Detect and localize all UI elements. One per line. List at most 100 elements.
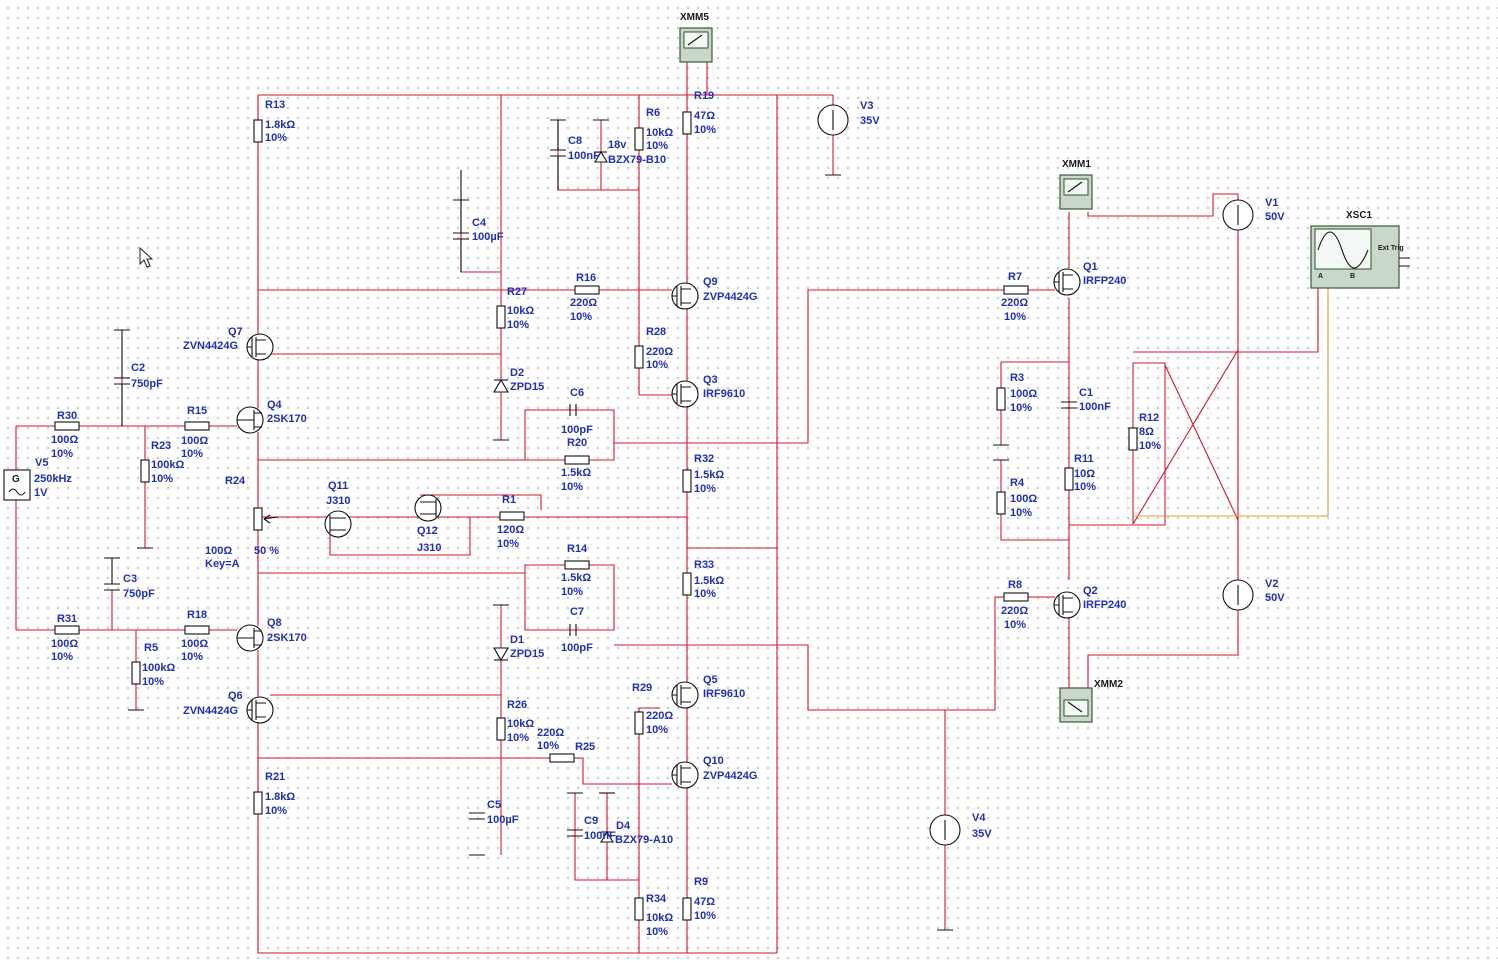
capacitor-c5[interactable] [469, 812, 485, 856]
multimeter-xmm2-icon[interactable] [1059, 687, 1093, 723]
label-r32v: 1.5kΩ [694, 469, 724, 481]
capacitor-c6[interactable] [569, 404, 577, 416]
potentiometer-r24[interactable] [253, 507, 263, 531]
label-c3: C3 [123, 573, 137, 585]
resistor-r18[interactable] [184, 625, 210, 635]
resistor-r34[interactable] [634, 897, 644, 921]
label-r32: R32 [694, 453, 714, 465]
label-r1t: 10% [497, 538, 519, 550]
label-r15v: 100Ω [181, 435, 208, 447]
resistor-r31[interactable] [54, 625, 80, 635]
label-c1: C1 [1079, 387, 1093, 399]
jfet-q8-icon[interactable] [236, 624, 264, 652]
dc-source-v4-icon[interactable] [929, 814, 961, 846]
mosfet-q1-icon[interactable] [1053, 268, 1081, 296]
resistor-r26[interactable] [496, 717, 506, 741]
resistor-r8[interactable] [1003, 592, 1029, 602]
label-r7: R7 [1008, 271, 1022, 283]
label-r29v: 220Ω [646, 710, 673, 722]
resistor-r30[interactable] [54, 421, 80, 431]
multimeter-xmm5-icon[interactable] [679, 27, 713, 63]
zener-d4-icon[interactable] [600, 830, 614, 843]
mosfet-q7-icon[interactable] [246, 333, 274, 361]
resistor-r27[interactable] [496, 305, 506, 329]
label-r9t: 10% [694, 910, 716, 922]
oscilloscope-xsc1-icon[interactable]: Ext Trig A B [1310, 225, 1410, 289]
resistor-r15[interactable] [184, 421, 210, 431]
jfet-q12-icon[interactable] [414, 494, 442, 522]
label-r14t: 10% [561, 586, 583, 598]
capacitor-c2[interactable] [114, 329, 130, 426]
resistor-r6[interactable] [634, 127, 644, 151]
resistor-r23[interactable] [140, 459, 150, 483]
label-c6v: 100pF [561, 424, 593, 436]
label-r18t: 10% [181, 651, 203, 663]
label-q9v: ZVP4424G [703, 291, 757, 303]
label-r34: R34 [646, 893, 667, 905]
resistor-r12[interactable] [1128, 427, 1138, 451]
zener-d2-icon[interactable] [493, 378, 509, 393]
resistor-r28[interactable] [634, 345, 644, 369]
resistor-r7[interactable] [1003, 285, 1029, 295]
capacitor-c8[interactable] [550, 120, 566, 190]
capacitor-c7[interactable] [569, 624, 577, 636]
resistor-r33[interactable] [682, 572, 692, 596]
dc-source-v2-icon[interactable] [1222, 579, 1254, 611]
resistor-r13[interactable] [253, 119, 263, 143]
mosfet-q6-icon[interactable] [246, 696, 274, 724]
mosfet-q9-icon[interactable] [671, 282, 699, 310]
label-xmm1: XMM1 [1062, 159, 1091, 170]
ground-zener [493, 439, 509, 606]
label-r6v: 10kΩ [646, 127, 673, 139]
label-v2v: 50V [1265, 592, 1285, 604]
mosfet-q5-icon[interactable] [671, 681, 699, 709]
label-r7v: 220Ω [1001, 297, 1028, 309]
label-r21v: 1.8kΩ [265, 791, 295, 803]
function-generator-v5-icon[interactable]: G [3, 469, 31, 501]
jfet-q4-icon[interactable] [236, 406, 264, 434]
label-xmm2: XMM2 [1094, 679, 1123, 690]
resistor-r4[interactable] [996, 491, 1006, 515]
label-r20t: 10% [561, 481, 583, 493]
label-r28t: 10% [646, 359, 668, 371]
capacitor-c9[interactable] [567, 792, 583, 837]
resistor-r32[interactable] [682, 469, 692, 493]
dc-source-v1-icon[interactable] [1222, 199, 1254, 231]
resistor-r1[interactable] [499, 511, 525, 521]
label-q7v: ZVN4424G [183, 340, 238, 352]
label-r3t: 10% [1010, 402, 1032, 414]
label-q9: Q9 [703, 276, 718, 288]
capacitor-c3[interactable] [104, 557, 120, 591]
resistor-r21[interactable] [253, 791, 263, 815]
label-r16t: 10% [570, 311, 592, 323]
label-r30: R30 [57, 410, 77, 422]
label-r5v: 100kΩ [142, 662, 175, 674]
resistor-r25[interactable] [549, 753, 575, 763]
resistor-r3[interactable] [996, 387, 1006, 411]
label-r4v: 100Ω [1010, 493, 1037, 505]
resistor-r16[interactable] [574, 285, 600, 295]
dc-source-v3-icon[interactable] [817, 104, 849, 136]
resistor-r29[interactable] [634, 711, 644, 735]
resistor-r9[interactable] [682, 897, 692, 921]
resistor-r14[interactable] [564, 560, 590, 570]
multimeter-xmm1-icon[interactable] [1059, 174, 1093, 210]
zener-18v-icon[interactable] [594, 150, 608, 163]
resistor-r20[interactable] [564, 455, 590, 465]
resistor-r5[interactable] [131, 661, 141, 685]
label-r33t: 10% [694, 588, 716, 600]
mosfet-q2-icon[interactable] [1053, 591, 1081, 619]
mosfet-q10-icon[interactable] [671, 761, 699, 789]
label-c1v: 100nF [1079, 401, 1111, 413]
resistor-r11[interactable] [1064, 467, 1074, 491]
capacitor-c1[interactable] [1061, 401, 1077, 409]
jfet-q11-icon[interactable] [324, 510, 352, 538]
mosfet-q3-icon[interactable] [671, 380, 699, 408]
label-r13v: 1.8kΩ [265, 119, 295, 131]
zener-d1-icon[interactable] [493, 647, 509, 662]
label-v1: V1 [1265, 197, 1278, 209]
resistor-r19[interactable] [682, 111, 692, 135]
capacitor-c4[interactable] [453, 200, 469, 272]
